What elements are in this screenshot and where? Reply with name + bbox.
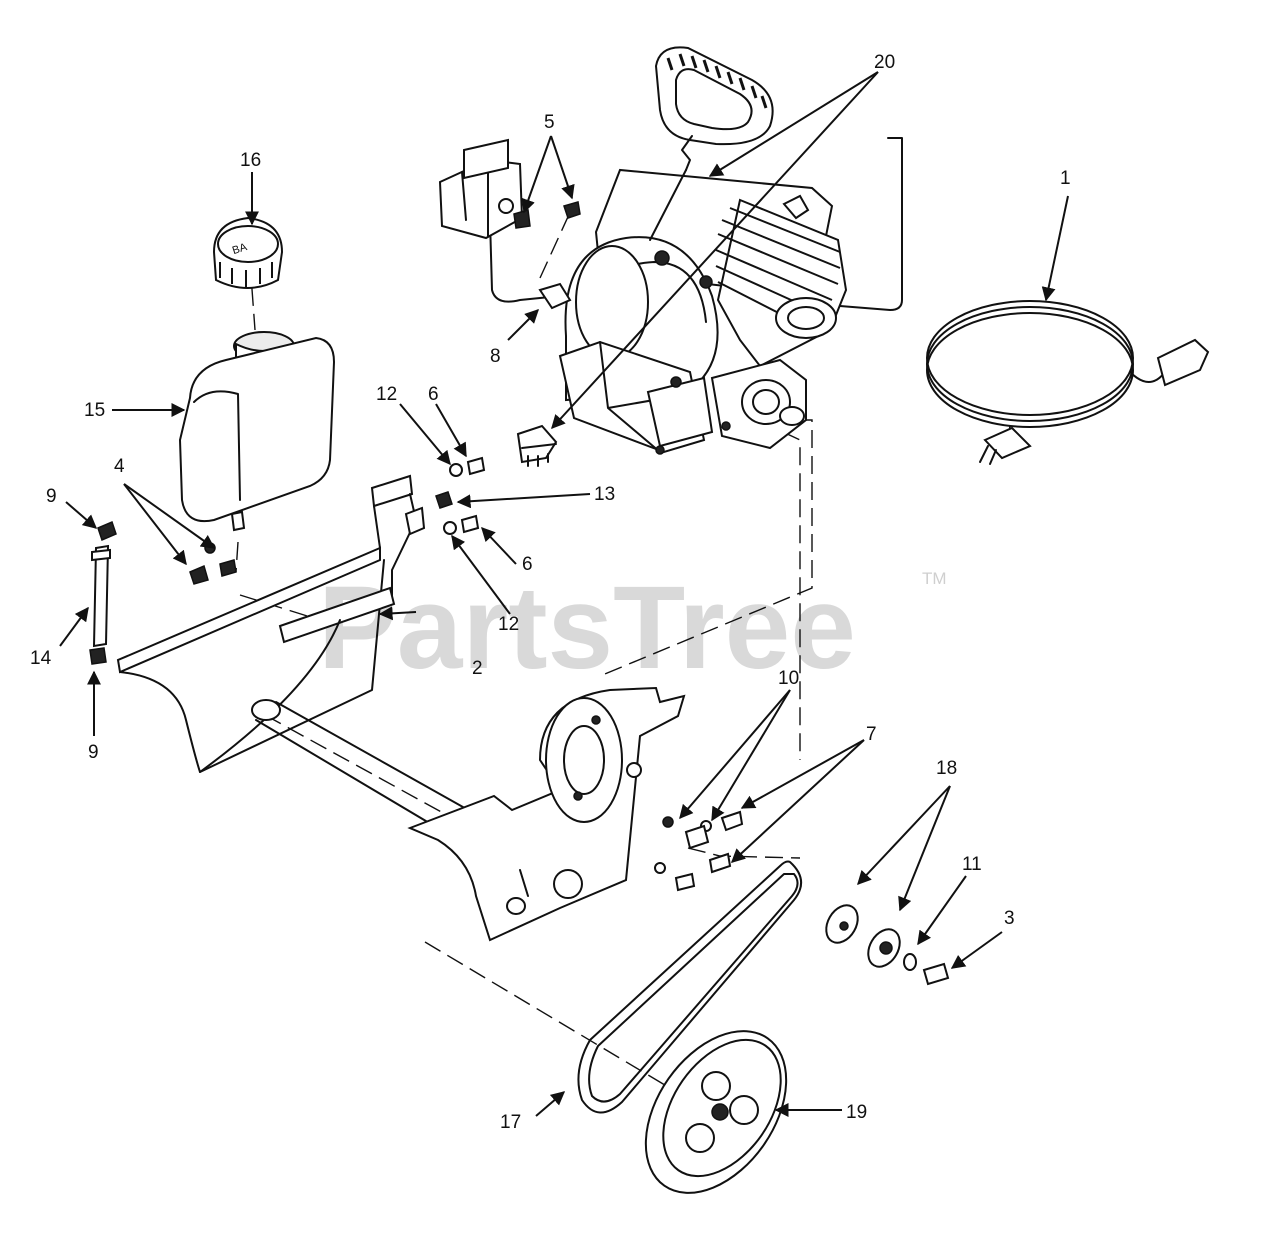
callout-8: 8 bbox=[490, 346, 501, 367]
wiring-harness bbox=[489, 219, 572, 467]
callout-20: 20 bbox=[874, 52, 895, 73]
callout-16: 16 bbox=[240, 150, 261, 171]
fuel-line bbox=[89, 520, 117, 665]
callout-5: 5 bbox=[544, 112, 555, 133]
callout-7: 7 bbox=[866, 724, 877, 745]
callout-6-lower: 6 bbox=[522, 554, 533, 575]
callout-14: 14 bbox=[30, 648, 52, 669]
callout-9-lower: 9 bbox=[88, 742, 99, 763]
pulley-hardware bbox=[825, 904, 950, 986]
callout-13: 13 bbox=[594, 484, 615, 505]
power-cord bbox=[926, 300, 1210, 465]
callout-10: 10 bbox=[778, 668, 799, 689]
callout-12-lower: 12 bbox=[498, 614, 519, 635]
callout-4: 4 bbox=[114, 456, 125, 477]
callout-17: 17 bbox=[500, 1112, 521, 1133]
callout-6-upper: 6 bbox=[428, 384, 439, 405]
bolts-and-washers bbox=[654, 810, 744, 892]
callout-labels: 1 2 3 4 5 6 6 7 8 9 9 10 11 12 12 13 14 … bbox=[30, 52, 1071, 1133]
leader-arrows bbox=[59, 71, 1069, 1117]
lower-housing bbox=[407, 686, 686, 942]
watermark-text: PartsTree bbox=[318, 562, 856, 694]
fuel-cap: BA bbox=[212, 216, 284, 289]
engine-assembly bbox=[558, 46, 903, 455]
callout-12-upper: 12 bbox=[376, 384, 397, 405]
callout-3: 3 bbox=[1004, 908, 1015, 929]
callout-18: 18 bbox=[936, 758, 957, 779]
watermark: PartsTree TM bbox=[318, 562, 947, 694]
control-box bbox=[438, 138, 581, 240]
callout-19: 19 bbox=[846, 1102, 867, 1123]
callout-11: 11 bbox=[962, 854, 982, 875]
watermark-trademark: TM bbox=[922, 569, 947, 588]
pulley bbox=[644, 1030, 788, 1194]
callout-15: 15 bbox=[84, 400, 105, 421]
fuel-tank bbox=[178, 331, 336, 532]
drive-belt bbox=[577, 860, 802, 1114]
callout-1: 1 bbox=[1060, 168, 1071, 189]
svg-text:BA: BA bbox=[231, 241, 249, 257]
callout-2: 2 bbox=[472, 658, 483, 679]
callout-9-upper: 9 bbox=[46, 486, 57, 507]
